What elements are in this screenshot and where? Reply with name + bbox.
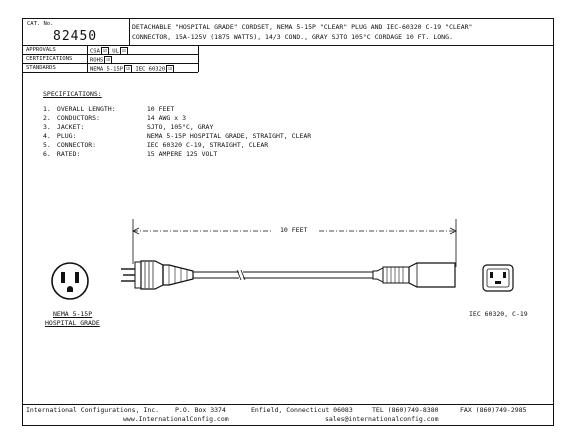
spec-value: 10 FEET xyxy=(146,105,175,113)
spec-value: NEMA 5-15P HOSPITAL GRADE, STRAIGHT, CLE… xyxy=(146,132,312,140)
cord-line xyxy=(193,269,373,281)
connector-face-icon xyxy=(482,264,514,292)
spec-key: JACKET: xyxy=(56,123,85,131)
product-description-line-2: CONNECTOR, 15A-125V (1875 WATTS), 14/3 C… xyxy=(132,33,453,41)
spec-row: 1. OVERALL LENGTH: 10 FEET xyxy=(43,105,174,113)
checkbox-icon: ☑ xyxy=(104,56,113,64)
approval-csa: CSA xyxy=(90,48,100,55)
spec-value: 15 AMPERE 125 VOLT xyxy=(146,150,218,158)
spec-number: 5. xyxy=(43,141,51,149)
spec-number: 2. xyxy=(43,114,51,122)
spec-row: 4. PLUG: NEMA 5-15P HOSPITAL GRADE, STRA… xyxy=(43,132,311,140)
plug-side-view xyxy=(121,260,194,290)
approvals-values: CSA☑ UL☑ xyxy=(90,47,128,55)
footer-web: www.InternationalConfig.com xyxy=(123,415,229,423)
certifications-values: ROHS☑ xyxy=(90,56,113,64)
spec-value: IEC 60320 C-19, STRAIGHT, CLEAR xyxy=(146,141,269,149)
standards-rule xyxy=(23,72,198,73)
footer-rule xyxy=(23,404,553,405)
spec-number: 3. xyxy=(43,123,51,131)
spec-value: 14 AWG x 3 xyxy=(146,114,186,122)
plug-label-2: HOSPITAL GRADE xyxy=(45,319,100,327)
catno-divider xyxy=(129,19,130,45)
approval-ul: UL xyxy=(112,48,119,55)
plug-label-1: NEMA 5-15P xyxy=(53,310,93,318)
cordset-drawing xyxy=(51,219,514,300)
spec-key: RATED: xyxy=(56,150,81,158)
standard-iec: IEC 60320 xyxy=(135,66,166,73)
certifications-label: CERTIFICATIONS xyxy=(26,56,73,62)
plug-face-icon xyxy=(51,262,89,300)
spec-value: SJTO, 105°C, GRAY xyxy=(146,123,214,131)
spec-number: 4. xyxy=(43,132,51,140)
checkbox-icon: ☑ xyxy=(166,65,175,73)
connector-label: IEC 60320, C-19 xyxy=(469,310,528,318)
footer-pobox: P.O. Box 3374 xyxy=(175,406,226,414)
approvals-label: APPROVALS xyxy=(26,47,56,53)
length-dimension xyxy=(132,219,457,267)
standards-values: NEMA 5-15P☑ IEC 60320☑ xyxy=(90,65,175,73)
drawing-sheet: CAT. No. 82450 DETACHABLE "HOSPITAL GRAD… xyxy=(22,18,554,426)
spec-row: 5. CONNECTOR: IEC 60320 C-19, STRAIGHT, … xyxy=(43,141,268,149)
footer-city: Enfield, Connecticut 06083 xyxy=(251,406,353,414)
title-block-bottom-rule xyxy=(23,45,553,46)
footer-tel: TEL (860)749-8380 xyxy=(372,406,439,414)
footer-company: International Configurations, Inc. xyxy=(26,406,160,414)
length-label: 10 FEET xyxy=(278,226,310,234)
standards-right-edge xyxy=(198,45,199,72)
label-column-divider xyxy=(87,45,88,72)
specifications-heading: SPECIFICATIONS: xyxy=(43,90,102,98)
certification-rohs: ROHS xyxy=(90,57,104,64)
checkbox-icon: ☑ xyxy=(124,65,133,73)
approvals-rule xyxy=(23,54,198,55)
checkbox-icon: ☑ xyxy=(100,47,109,55)
footer-email: sales@internationalconfig.com xyxy=(325,415,439,423)
spec-key: PLUG: xyxy=(56,132,77,140)
catalog-number: 82450 xyxy=(53,29,98,44)
standards-label: STANDARDS xyxy=(26,65,56,71)
spec-key: OVERALL LENGTH: xyxy=(56,105,116,113)
spec-number: 6. xyxy=(43,150,51,158)
standard-nema: NEMA 5-15P xyxy=(90,66,124,73)
connector-side-view xyxy=(372,262,456,288)
spec-key: CONNECTOR: xyxy=(56,141,97,149)
spec-row: 6. RATED: 15 AMPERE 125 VOLT xyxy=(43,150,217,158)
checkbox-icon: ☑ xyxy=(119,47,128,55)
spec-number: 1. xyxy=(43,105,51,113)
footer-fax: FAX (860)749-2985 xyxy=(460,406,527,414)
spec-key: CONDUCTORS: xyxy=(56,114,100,122)
spec-row: 3. JACKET: SJTO, 105°C, GRAY xyxy=(43,123,213,131)
product-description-line-1: DETACHABLE "HOSPITAL GRADE" CORDSET, NEM… xyxy=(132,23,473,31)
catalog-label: CAT. No. xyxy=(27,21,54,27)
spec-row: 2. CONDUCTORS: 14 AWG x 3 xyxy=(43,114,186,122)
